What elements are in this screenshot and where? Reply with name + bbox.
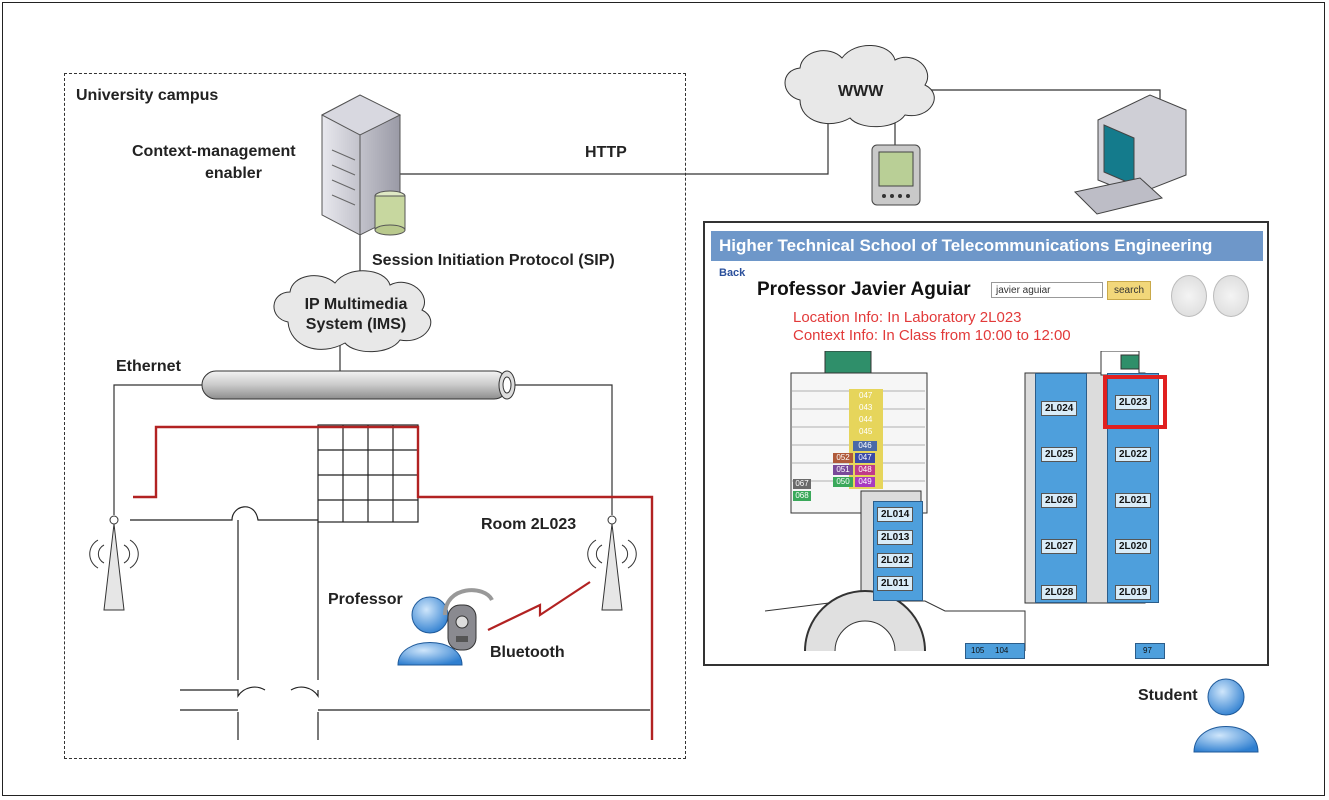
www-cloud <box>784 45 935 128</box>
small-room-046: 046 <box>853 441 877 451</box>
ethernet-pipe <box>201 370 516 400</box>
location-info: Location Info: In Laboratory 2L023 <box>793 309 1022 326</box>
floor-plan <box>130 424 650 740</box>
ims-label-line1: IP Multimedia <box>304 296 408 313</box>
bottom-room-97-block <box>1135 643 1165 659</box>
room-2l014[interactable]: 2L014 <box>877 507 914 522</box>
bottom-room-strip <box>965 643 1025 659</box>
search-button[interactable]: search <box>1107 281 1151 300</box>
room-2l023[interactable]: 2L023 <box>1115 395 1152 410</box>
right-wing-col-b <box>1107 373 1159 603</box>
computer-icon <box>1073 94 1187 215</box>
small-room-050: 050 <box>833 477 853 487</box>
room-104: 104 <box>995 646 1009 655</box>
access-point-right <box>587 515 637 611</box>
http-link <box>370 122 829 175</box>
room-2l012[interactable]: 2L012 <box>877 553 914 568</box>
student-icon <box>1193 678 1259 753</box>
bluetooth-link <box>487 581 591 631</box>
campus-label: University campus <box>76 87 219 104</box>
room-2l025[interactable]: 2L025 <box>1041 447 1078 462</box>
ethernet-label: Ethernet <box>116 358 181 375</box>
school-seal-icon <box>1213 275 1249 317</box>
ims-cloud <box>273 270 432 353</box>
small-room-052: 052 <box>833 453 853 463</box>
small-room-068: 068 <box>793 491 811 501</box>
headset-icon <box>443 588 494 651</box>
room-2l013[interactable]: 2L013 <box>877 530 914 545</box>
web-header: Higher Technical School of Telecommunica… <box>711 231 1263 261</box>
access-point-left <box>89 515 139 611</box>
small-room-067: 067 <box>793 479 811 489</box>
pda-icon <box>871 144 921 206</box>
small-room-047b: 047 <box>855 453 875 463</box>
university-seal-icon <box>1171 275 1207 317</box>
bluetooth-label: Bluetooth <box>490 644 565 661</box>
campus-boundary <box>64 73 686 759</box>
floor-map-walls <box>765 351 1146 652</box>
web-page-screenshot: Higher Technical School of Telecommunica… <box>703 221 1269 666</box>
sip-label: Session Initiation Protocol (SIP) <box>372 252 615 269</box>
ethernet-ap-left-link <box>113 384 202 515</box>
http-label: HTTP <box>585 144 627 161</box>
search-input[interactable]: javier aguiar <box>991 282 1103 298</box>
room-2l020[interactable]: 2L020 <box>1115 539 1152 554</box>
room-label: Room 2L023 <box>481 516 577 533</box>
room-2l021[interactable]: 2L021 <box>1115 493 1152 508</box>
room-2l026[interactable]: 2L026 <box>1041 493 1078 508</box>
ims-label-line2: System (IMS) <box>305 316 407 333</box>
room-2l028[interactable]: 2L028 <box>1041 585 1078 600</box>
small-room-047: 047 <box>859 391 873 400</box>
www-label: WWW <box>838 83 884 100</box>
room-105: 105 <box>971 646 985 655</box>
student-label: Student <box>1138 687 1198 704</box>
room-2l027[interactable]: 2L027 <box>1041 539 1078 554</box>
small-room-051: 051 <box>833 465 853 475</box>
context-mgmt-label-line2: enabler <box>205 165 262 182</box>
highlighted-room-frame <box>1103 375 1167 429</box>
back-link[interactable]: Back <box>719 267 746 279</box>
room-2l023-boundary <box>133 425 654 740</box>
professor-label: Professor <box>328 591 403 608</box>
floor-map: 047 043 044 045 046 052 047 051 048 050 … <box>765 351 1245 661</box>
professor-name: Professor Javier Aguiar <box>757 279 971 300</box>
room-2l011[interactable]: 2L011 <box>877 576 913 591</box>
professor-icon <box>397 596 463 666</box>
room-2l024[interactable]: 2L024 <box>1041 401 1078 416</box>
context-mgmt-label-line1: Context-management <box>132 143 296 160</box>
small-room-045: 045 <box>859 427 873 436</box>
context-info: Context Info: In Class from 10:00 to 12:… <box>793 327 1071 344</box>
small-room-048: 048 <box>855 465 875 475</box>
ethernet-ap-right-link <box>515 384 613 515</box>
room-2l019[interactable]: 2L019 <box>1115 585 1152 600</box>
room-2l022[interactable]: 2L022 <box>1115 447 1152 462</box>
room-97: 97 <box>1143 646 1152 655</box>
server-icon <box>320 94 406 236</box>
small-room-049: 049 <box>855 477 875 487</box>
small-room-043: 043 <box>859 403 873 412</box>
small-room-044: 044 <box>859 415 873 424</box>
